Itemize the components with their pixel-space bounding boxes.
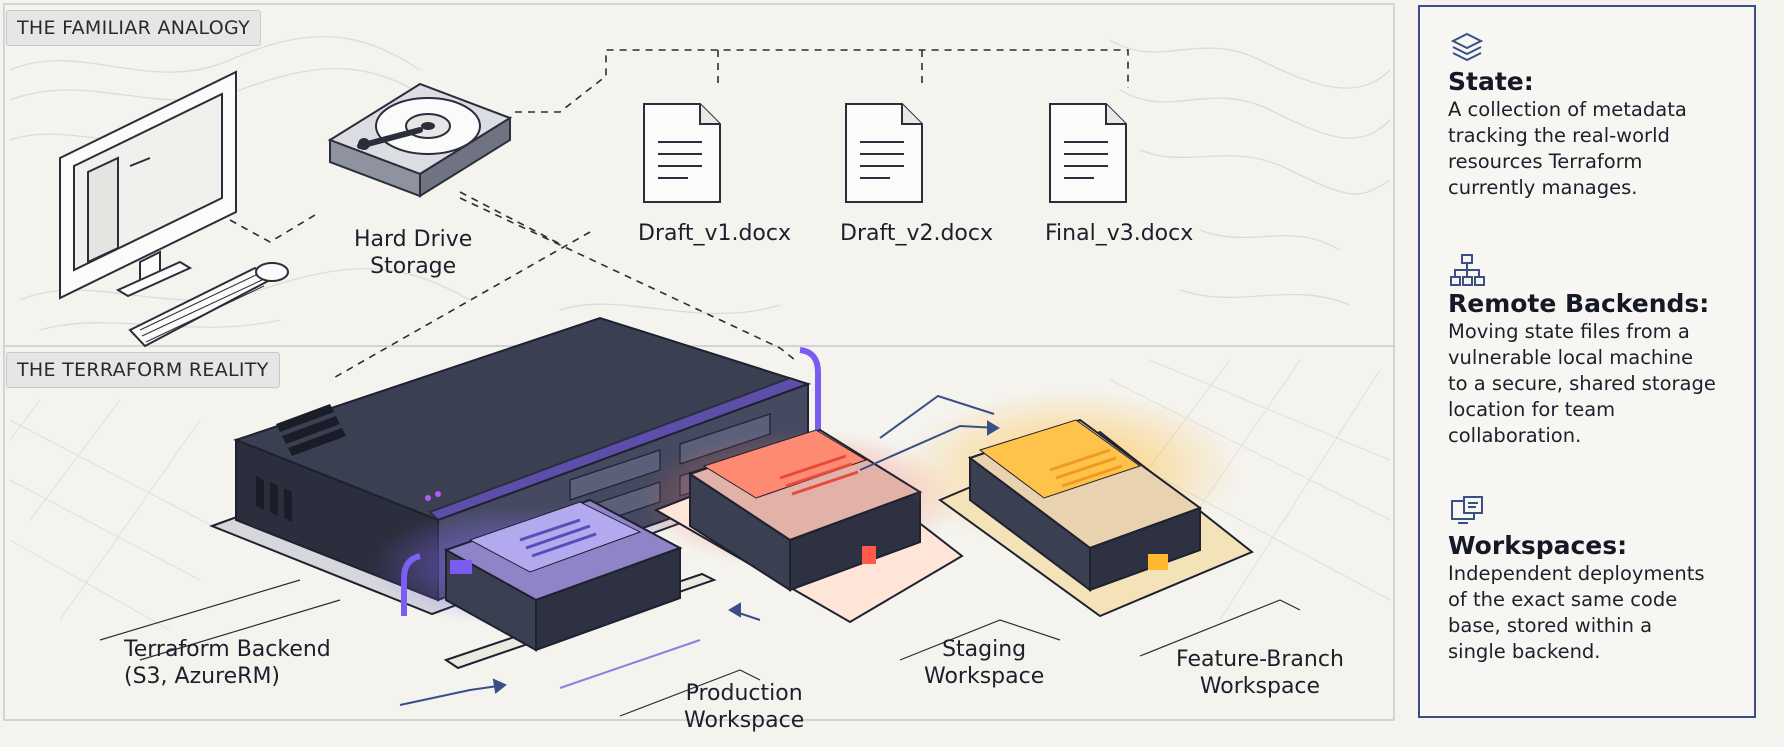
hard-drive-label: Hard Drive Storage <box>354 226 472 280</box>
workspaces-body-line: of the exact same code <box>1448 588 1678 611</box>
document-icon <box>643 103 721 203</box>
state-body-line: currently manages. <box>1448 176 1638 199</box>
definitions-sidebar: State: A collection of metadata tracking… <box>1418 5 1756 718</box>
document-icon <box>1049 103 1127 203</box>
production-workspace-drive <box>370 498 717 689</box>
production-label: Production Workspace <box>684 680 804 734</box>
hard-drive-icon <box>327 82 513 198</box>
backend-label-line2: (S3, AzureRM) <box>124 664 281 689</box>
file-label-3: Final_v3.docx <box>1045 221 1194 246</box>
definition-remote-backends-title: Remote Backends: <box>1448 289 1710 318</box>
state-body-line: A collection of metadata <box>1448 98 1687 121</box>
feature-label-line1: Feature-Branch <box>1176 647 1344 672</box>
production-label-line2: Workspace <box>684 708 805 733</box>
section-label-analogy: THE FAMILIAR ANALOGY <box>6 10 261 46</box>
remote-backends-body-line: Moving state files from a <box>1448 320 1690 343</box>
staging-workspace-drive <box>640 428 964 624</box>
layers-icon <box>1450 32 1484 62</box>
state-body-line: resources Terraform <box>1448 150 1643 173</box>
workspaces-icon <box>1451 496 1483 524</box>
monitor-icon <box>59 70 289 348</box>
hard-drive-label-line2: Storage <box>370 254 457 279</box>
feature-workspace-drive <box>900 390 1254 618</box>
remote-backends-body-line: vulnerable local machine <box>1448 346 1694 369</box>
dashed-connectors <box>229 49 1129 381</box>
file-icons <box>643 103 1127 203</box>
definition-state-body: A collection of metadata tracking the re… <box>1448 97 1748 201</box>
panel-frames <box>3 3 1395 721</box>
network-hierarchy-icon <box>1450 254 1485 286</box>
section-label-reality: THE TERRAFORM REALITY <box>6 352 280 388</box>
file-label-2: Draft_v2.docx <box>840 221 994 246</box>
remote-backends-body-line: to a secure, shared storage <box>1448 372 1716 395</box>
workspaces-body-line: single backend. <box>1448 640 1601 663</box>
definition-state-title: State: <box>1448 67 1534 96</box>
grid-background <box>9 359 1391 631</box>
definition-remote-backends-body: Moving state files from a vulnerable loc… <box>1448 319 1748 449</box>
document-icon <box>845 103 923 203</box>
diagram-canvas <box>3 3 1395 721</box>
staging-label-line1: Staging <box>942 637 1027 662</box>
feature-label-line2: Workspace <box>1199 674 1321 699</box>
staging-label-line2: Workspace <box>924 664 1045 689</box>
state-body-line: tracking the real-world <box>1448 124 1670 147</box>
workspaces-body-line: base, stored within a <box>1448 614 1653 637</box>
feature-label: Feature-Branch Workspace <box>1176 646 1344 700</box>
platform-outlines <box>99 579 1301 717</box>
flow-arrows <box>399 394 1000 706</box>
backend-label-line1: Terraform Backend <box>124 637 331 662</box>
remote-backends-body-line: location for team <box>1448 398 1616 421</box>
file-label-1: Draft_v1.docx <box>638 221 792 246</box>
staging-label: Staging Workspace <box>924 636 1044 690</box>
remote-backends-body-line: collaboration. <box>1448 424 1582 447</box>
diagram-area: THE FAMILIAR ANALOGY THE TERRAFORM REALI… <box>3 3 1395 734</box>
definition-remote-backends: Remote Backends: Moving state files from… <box>1448 251 1748 449</box>
definition-state: State: A collection of metadata tracking… <box>1448 29 1748 201</box>
definition-workspaces: Workspaces: Independent deployments of t… <box>1448 493 1748 665</box>
workspaces-body-line: Independent deployments <box>1448 562 1705 585</box>
hard-drive-label-line1: Hard Drive <box>354 227 473 252</box>
backend-label: Terraform Backend (S3, AzureRM) <box>124 636 331 690</box>
production-label-line1: Production <box>685 681 803 706</box>
definition-workspaces-body: Independent deployments of the exact sam… <box>1448 561 1748 665</box>
definition-workspaces-title: Workspaces: <box>1448 531 1628 560</box>
